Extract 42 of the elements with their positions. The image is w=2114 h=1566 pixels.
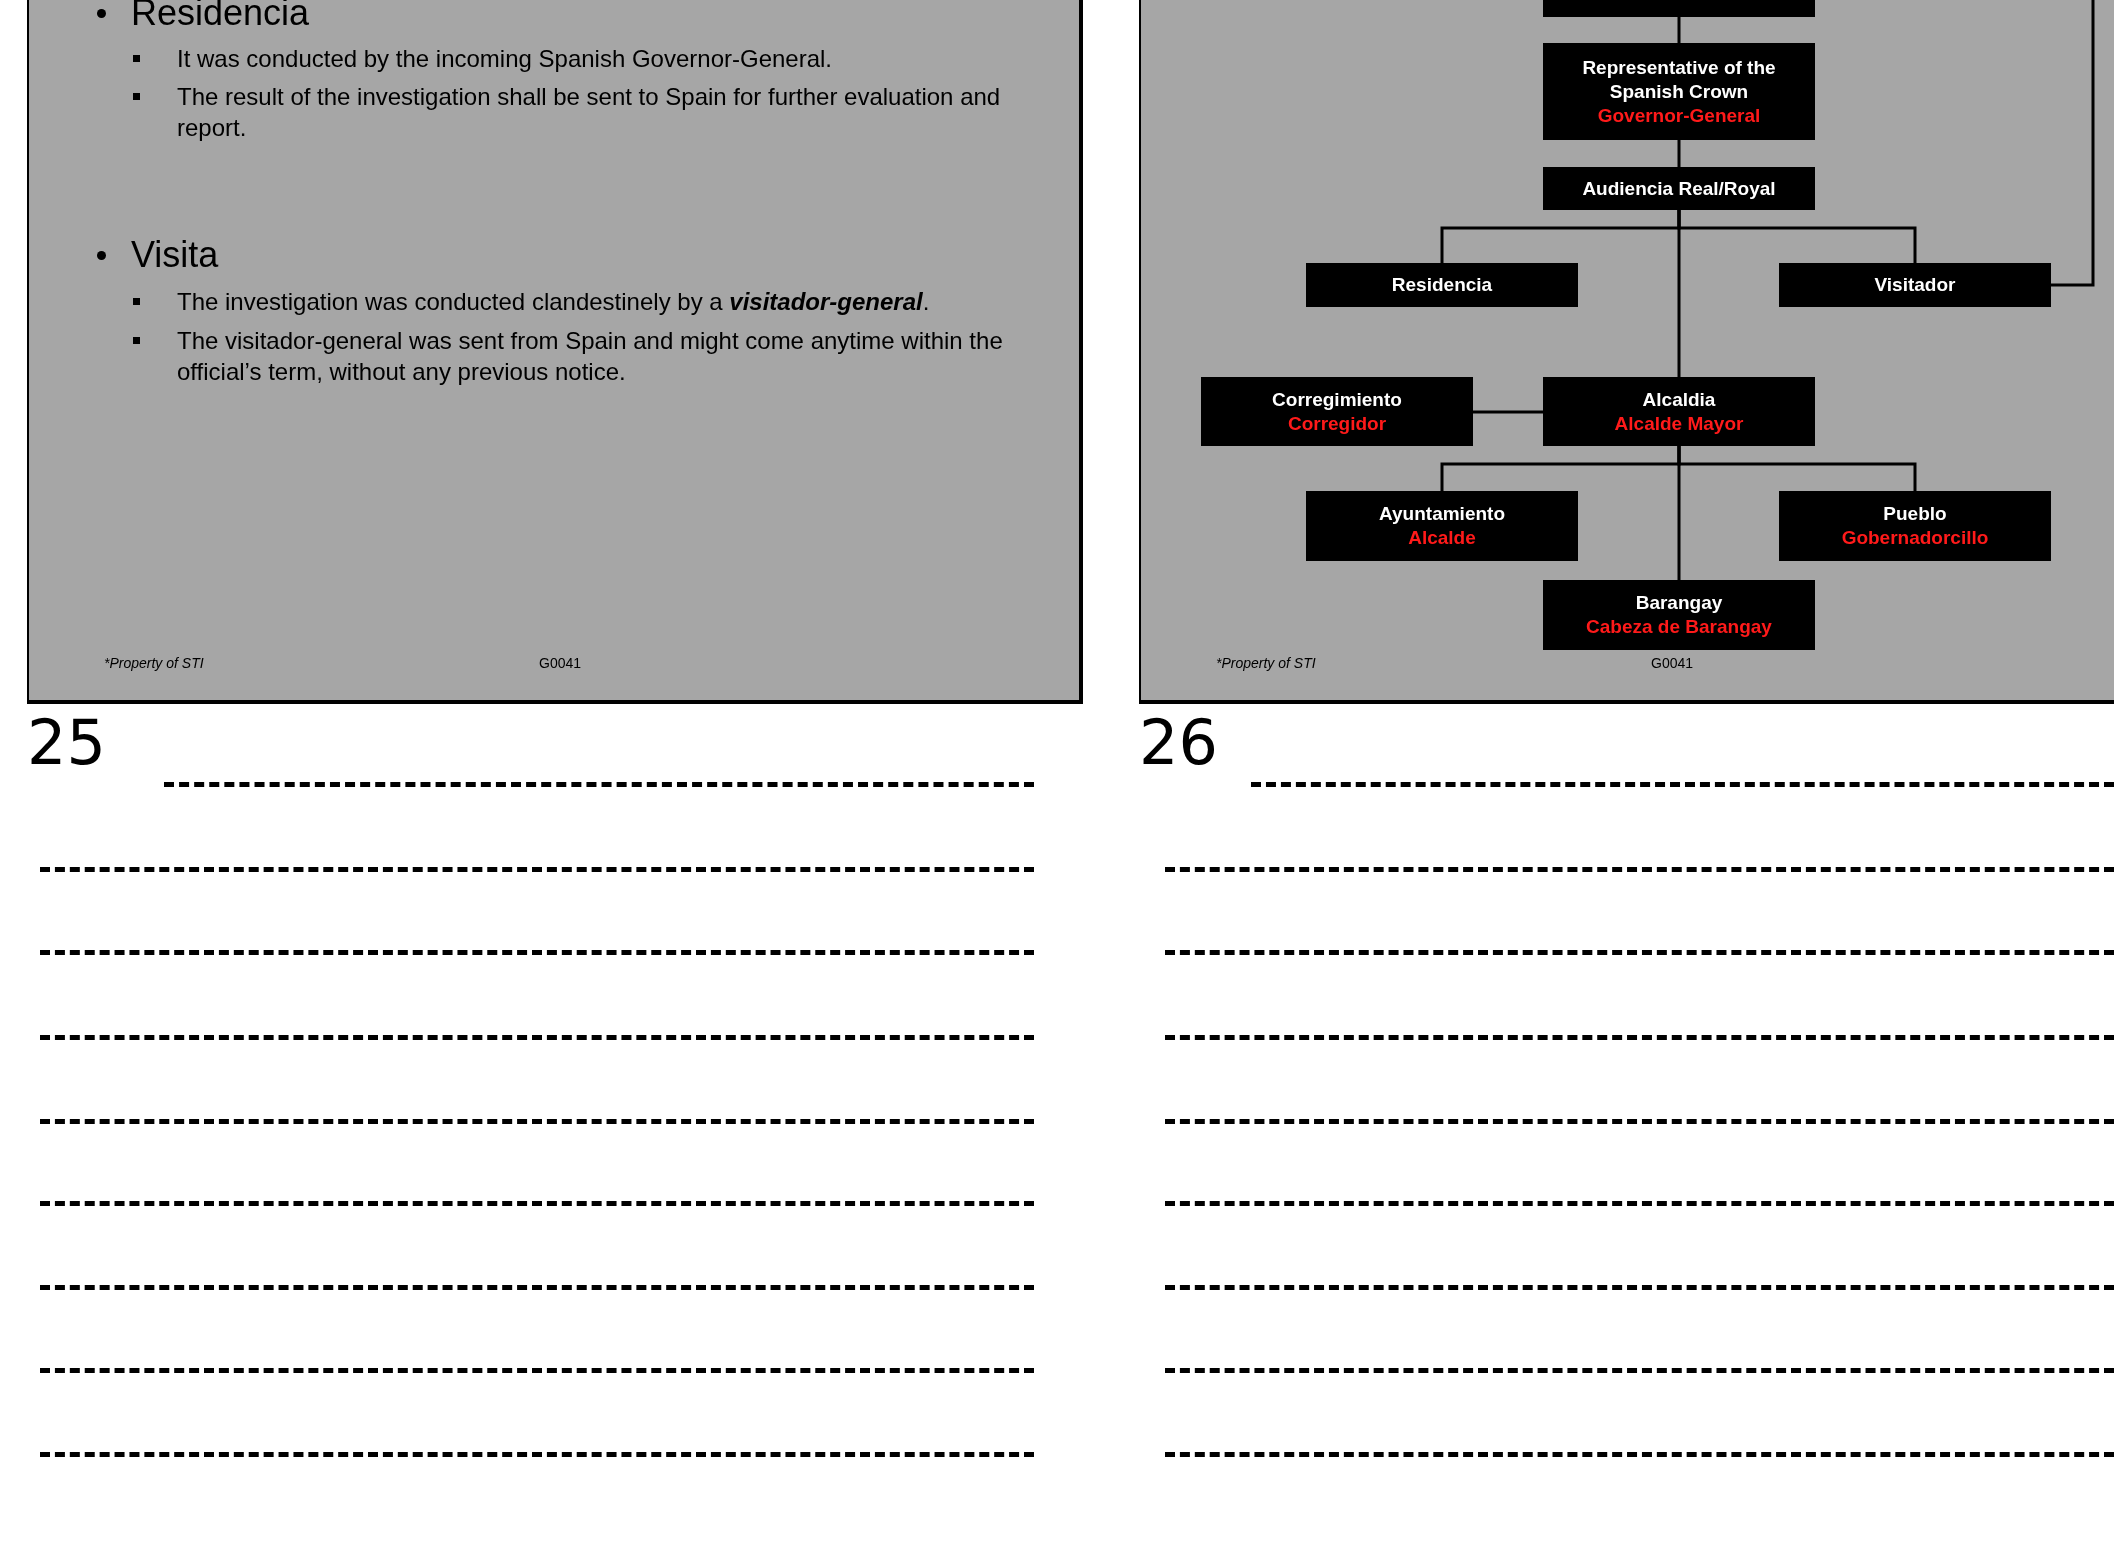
unit-name: Visitador (1874, 273, 1956, 297)
official-title: Governor-General (1597, 103, 1761, 128)
org-box (1306, 491, 1578, 561)
connector-line (1677, 446, 1681, 580)
bullet-text: It was conducted by the incoming Spanish Governor-General. (177, 44, 834, 74)
unit-name: Alcaldia (1642, 387, 1716, 412)
org-box (1779, 263, 2051, 307)
slide-code: G0041 (1651, 655, 1694, 671)
connector-line (1473, 410, 1543, 414)
official-title: Cabeza de Barangay (1586, 615, 1772, 639)
footer-text: *Property of STI (104, 655, 204, 671)
org-box (1779, 491, 2051, 561)
official-title: Gobernadorcillo (1841, 526, 1989, 550)
org-box (1306, 263, 1578, 307)
org-box (1543, 43, 1815, 140)
slide-code: G0041 (539, 655, 582, 671)
unit-name: Pueblo (1883, 502, 1947, 526)
connector-line (2051, 0, 2095, 287)
org-box (1543, 377, 1815, 446)
official-title: Alcalde (1408, 526, 1476, 550)
bullet-heading: Visita (131, 235, 220, 275)
org-box (1201, 377, 1473, 446)
unit-name: Barangay (1635, 591, 1723, 615)
official-title: Alcalde Mayor (1614, 411, 1744, 436)
org-box (1543, 0, 1815, 17)
connector-line (1677, 140, 1681, 167)
unit-name: Ayuntamiento (1379, 502, 1505, 526)
connector-line (1677, 210, 1681, 377)
official-title: Corregidor (1287, 411, 1387, 436)
unit-name: Residencia (1391, 273, 1493, 297)
page-number: 25 (27, 712, 106, 774)
page-number: 26 (1139, 712, 1218, 774)
unit-name: Audiencia Real/Royal (1582, 176, 1776, 201)
connector-line (1677, 17, 1681, 43)
bullet-text: The investigation was conducted clandestinely by a visitador-general. (177, 287, 931, 317)
org-box (1543, 580, 1815, 650)
org-box (1543, 167, 1815, 210)
unit-name: Representative of the Spanish Crown (1581, 55, 1777, 104)
footer-text: *Property of STI (1216, 655, 1316, 671)
bullet-text: The result of the investigation shall be sent to Spain for further evaluation and report. (177, 82, 1002, 143)
bullet-text: The visitador-general was sent from Spain and might come anytime within the official’s term, without any previous notice. (177, 326, 1004, 387)
unit-name: Corregimiento (1272, 387, 1402, 412)
